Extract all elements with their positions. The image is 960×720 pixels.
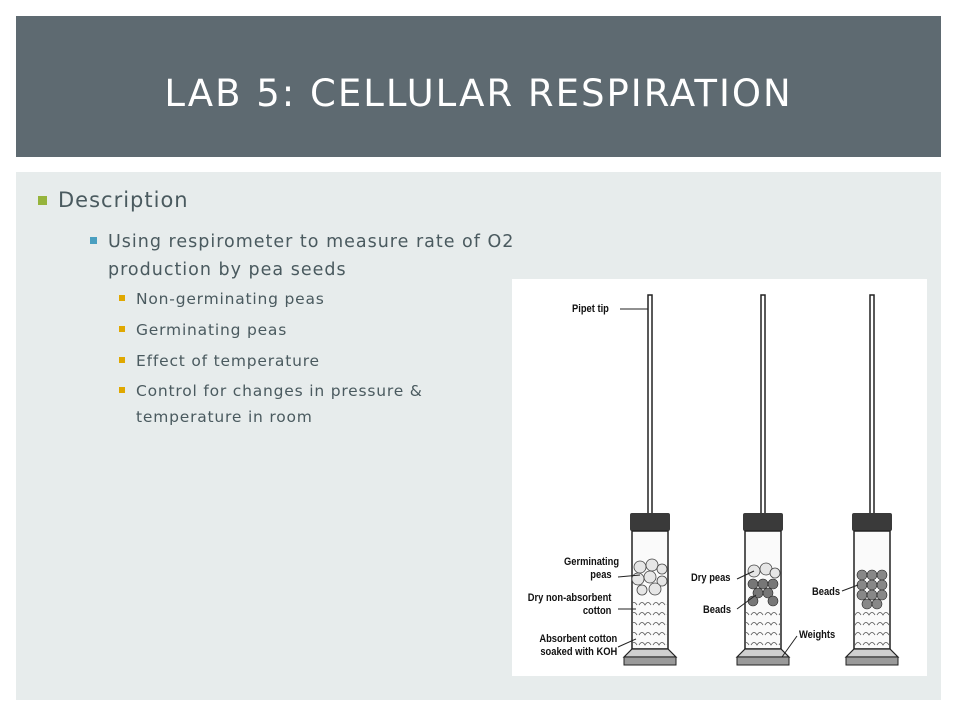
label-absorbent-cotton: Absorbent cotton soaked with KOH <box>539 633 618 658</box>
bullet-level1: Description <box>38 188 189 212</box>
label-beads-right: Beads <box>812 586 841 598</box>
square-bullet-icon <box>38 196 47 205</box>
list-item: Non-germinating peas <box>119 286 506 312</box>
label-pipet-tip: Pipet tip <box>572 303 609 315</box>
list-item: Effect of temperature <box>119 348 506 374</box>
vial-germinating <box>622 294 678 666</box>
label-germinating-peas: Germinating peas <box>564 556 620 581</box>
square-bullet-icon <box>90 237 97 244</box>
square-bullet-icon <box>119 387 125 393</box>
respirometer-diagram: Pipet tip Germinating peas Dry non-absor… <box>512 279 927 676</box>
respirometer-illustration <box>617 294 900 666</box>
title-bar: LAB 5: CELLULAR RESPIRATION <box>16 16 941 157</box>
heading-description: Description <box>58 188 189 212</box>
square-bullet-icon <box>119 357 125 363</box>
list-item: Control for changes in pressure & temper… <box>119 378 496 430</box>
vial-dry-peas <box>735 294 791 666</box>
label-dry-cotton: Dry non-absorbent cotton <box>527 592 612 617</box>
square-bullet-icon <box>119 295 125 301</box>
label-beads-middle: Beads <box>703 604 732 616</box>
list-item: Germinating peas <box>119 317 506 343</box>
slide-title: LAB 5: CELLULAR RESPIRATION <box>164 72 793 115</box>
label-dry-peas: Dry peas <box>691 572 731 584</box>
vial-beads <box>844 294 900 666</box>
bullet-level2: Using respirometer to measure rate of O2… <box>90 228 568 284</box>
square-bullet-icon <box>119 326 125 332</box>
subpoint-text: Using respirometer to measure rate of O2… <box>108 232 515 280</box>
label-weights: Weights <box>799 629 836 641</box>
